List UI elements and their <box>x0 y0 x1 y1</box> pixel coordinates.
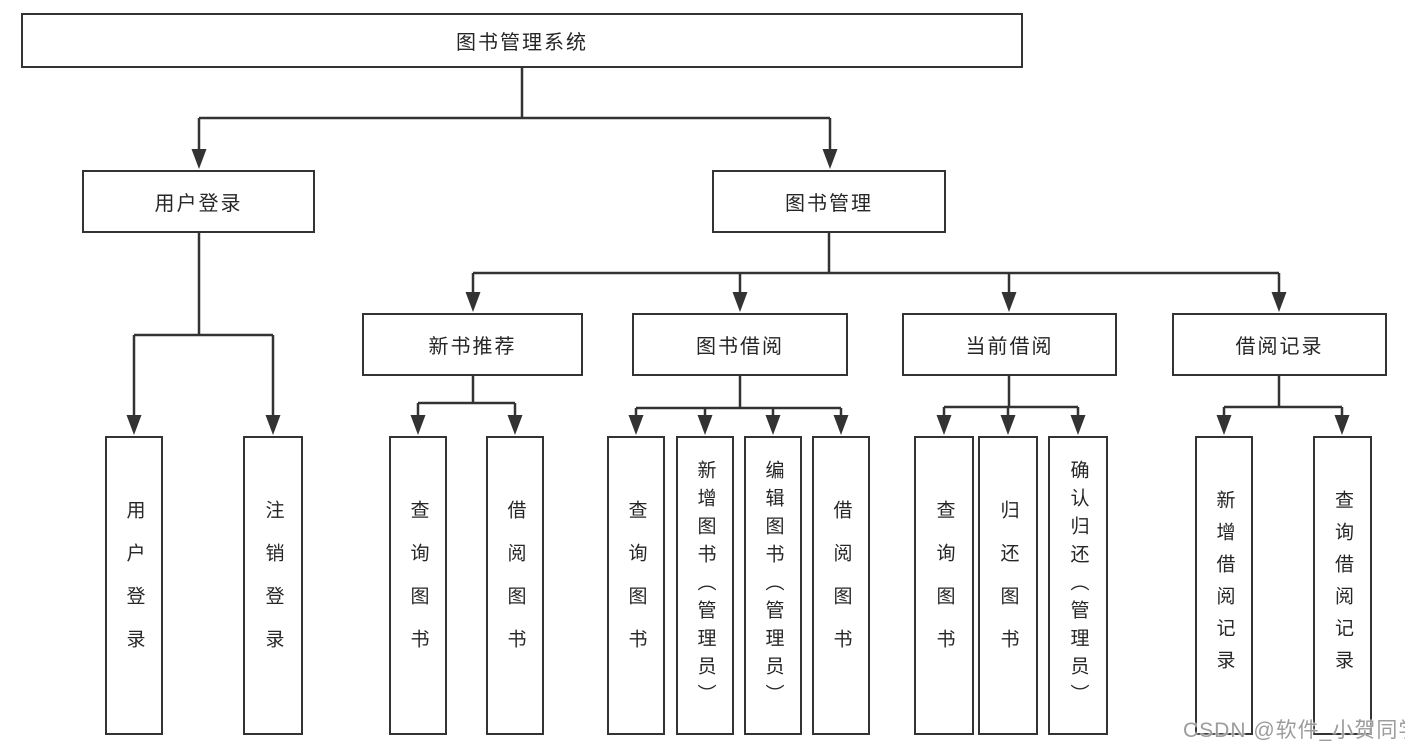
node-user-login: 用户登录 <box>82 170 315 233</box>
leaf-query-borrow-record: 查询借阅记录 <box>1313 436 1372 735</box>
node-book-borrowing: 图书借阅 <box>632 313 848 376</box>
leaf-return-books: 归还图书 <box>978 436 1038 735</box>
leaf-confirm-return-admin: 确认归还（管理员） <box>1048 436 1108 735</box>
leaf-edit-books-admin: 编辑图书（管理员） <box>744 436 802 735</box>
leaf-logout: 注销登录 <box>243 436 303 735</box>
node-library-management-system: 图书管理系统 <box>21 13 1023 68</box>
leaf-query-books-current: 查询图书 <box>914 436 974 735</box>
node-current-borrowing: 当前借阅 <box>902 313 1117 376</box>
csdn-watermark: CSDN @软件_小贺同学 <box>1183 719 1405 742</box>
leaf-borrow-books: 借阅图书 <box>812 436 870 735</box>
leaf-add-borrow-record: 新增借阅记录 <box>1195 436 1253 735</box>
leaf-borrow-books-recommend: 借阅图书 <box>486 436 544 735</box>
node-new-book-recommendation: 新书推荐 <box>362 313 583 376</box>
node-book-management: 图书管理 <box>712 170 946 233</box>
leaf-query-books-borrow: 查询图书 <box>607 436 665 735</box>
leaf-query-books-recommend: 查询图书 <box>389 436 447 735</box>
leaf-user-login: 用户登录 <box>105 436 163 735</box>
node-borrowing-records: 借阅记录 <box>1172 313 1387 376</box>
leaf-add-books-admin: 新增图书（管理员） <box>676 436 734 735</box>
